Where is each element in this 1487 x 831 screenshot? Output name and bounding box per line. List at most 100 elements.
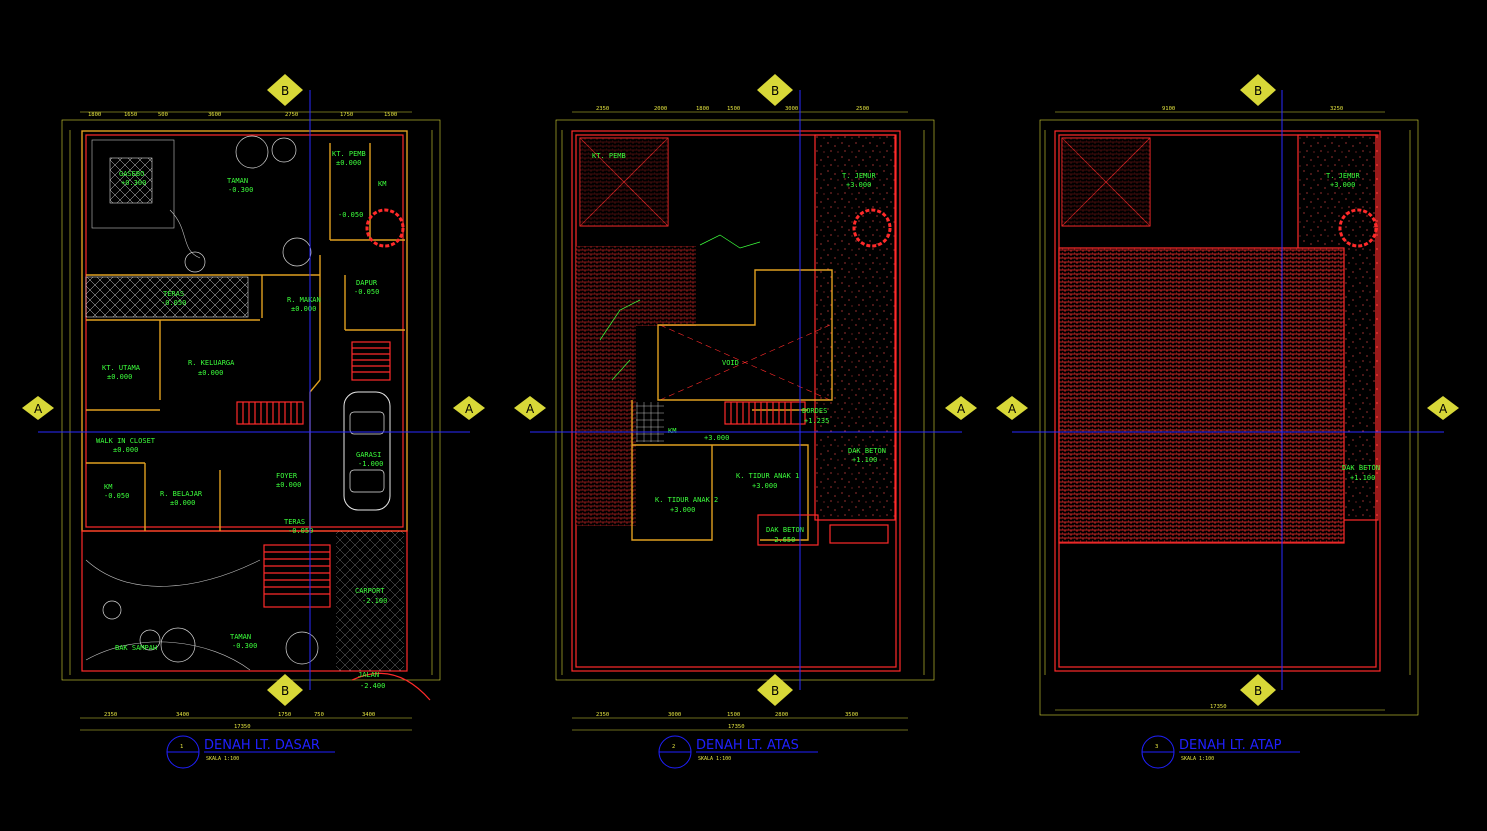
plan-scale: SKALA 1:100 bbox=[1181, 756, 1214, 762]
axis-bubble-b[interactable]: B bbox=[267, 74, 303, 106]
axis-bubble-b[interactable]: B bbox=[1240, 74, 1276, 106]
room-label: T. JEMUR bbox=[842, 172, 877, 180]
dim-label: 1800 bbox=[88, 112, 101, 118]
level-label: -2.650 bbox=[770, 536, 795, 544]
dim-label: 2750 bbox=[285, 112, 298, 118]
axis-bubble-b[interactable]: B bbox=[757, 74, 793, 106]
dim-label: 3400 bbox=[176, 712, 189, 718]
level-label: +3.000 bbox=[846, 181, 871, 189]
dim-label: 3250 bbox=[1330, 106, 1343, 112]
dim-label: 1750 bbox=[340, 112, 353, 118]
svg-text:B: B bbox=[1254, 84, 1262, 98]
level-label: -2.400 bbox=[360, 682, 385, 690]
axis-bubble-b[interactable]: B bbox=[1240, 674, 1276, 706]
level-label: -0.050 bbox=[104, 492, 129, 500]
dim-total: 17350 bbox=[728, 724, 745, 730]
dim-total: 17350 bbox=[234, 724, 251, 730]
room-label: WALK IN CLOSET bbox=[96, 437, 156, 445]
level-label: -0.300 bbox=[228, 186, 253, 194]
plan-scale: SKALA 1:100 bbox=[206, 756, 239, 762]
plan-lt-atas: 2350 2000 1800 1500 3000 2500 2350 3000 … bbox=[555, 106, 935, 769]
room-label: BAK SAMPAH bbox=[115, 644, 157, 652]
tree-icon bbox=[102, 135, 319, 665]
svg-text:B: B bbox=[281, 684, 289, 698]
level-label: ±0.000 bbox=[107, 373, 132, 381]
room-label: KM bbox=[104, 483, 112, 491]
level-label: -1.000 bbox=[358, 460, 383, 468]
room-label: KM bbox=[378, 180, 386, 188]
dim-total: 17350 bbox=[1210, 704, 1227, 710]
dim-label: 500 bbox=[158, 112, 168, 118]
room-label: TAMAN bbox=[230, 633, 251, 641]
svg-text:B: B bbox=[771, 684, 779, 698]
dim-label: 3000 bbox=[785, 106, 798, 112]
svg-text:A: A bbox=[34, 402, 43, 416]
axis-bubble-b[interactable]: B bbox=[267, 674, 303, 706]
room-label: DAK BETON bbox=[848, 447, 886, 455]
dim-label: 3500 bbox=[845, 712, 858, 718]
svg-text:A: A bbox=[1008, 402, 1017, 416]
room-label: CARPORT bbox=[355, 587, 385, 595]
room-label: GARASI bbox=[356, 451, 381, 459]
plan-lt-atap: 9100 3250 17350 T. JEMUR +3.000 DAK BETO… bbox=[1039, 106, 1419, 769]
level-label: ±0.000 bbox=[198, 369, 223, 377]
axis-bubble-a[interactable]: A bbox=[514, 396, 546, 420]
room-label: TERAS bbox=[163, 290, 184, 298]
level-label: +1.100 bbox=[1350, 474, 1375, 482]
axis-bubbles: A A A A A A B B bbox=[22, 74, 1459, 706]
dim-label: 3400 bbox=[362, 712, 375, 718]
room-label: R. KELUARGA bbox=[188, 359, 235, 367]
room-label: KM bbox=[668, 427, 676, 435]
level-label: +0.300 bbox=[121, 179, 146, 187]
dim-label: 750 bbox=[314, 712, 324, 718]
dim-label: 1750 bbox=[278, 712, 291, 718]
dim-label: 1500 bbox=[727, 712, 740, 718]
room-label: T. JEMUR bbox=[1326, 172, 1361, 180]
room-label: DAK BETON bbox=[1342, 464, 1380, 472]
dim-label: 1650 bbox=[124, 112, 137, 118]
dim-label: 1800 bbox=[696, 106, 709, 112]
level-label: ±0.000 bbox=[276, 481, 301, 489]
svg-text:A: A bbox=[465, 402, 474, 416]
svg-text:A: A bbox=[526, 402, 535, 416]
stair-dasar bbox=[236, 341, 391, 608]
svg-text:B: B bbox=[281, 84, 289, 98]
axis-bubble-b[interactable]: B bbox=[757, 674, 793, 706]
level-label: ±0.000 bbox=[113, 446, 138, 454]
dim-label: 3000 bbox=[668, 712, 681, 718]
level-label: ±0.000 bbox=[291, 305, 316, 313]
level-label: +1.100 bbox=[852, 456, 877, 464]
room-label: DAPUR bbox=[356, 279, 378, 287]
room-label: JALAN bbox=[358, 671, 379, 679]
dim-label: 2350 bbox=[104, 712, 117, 718]
level-label: +3.000 bbox=[670, 506, 695, 514]
dim-label: 2500 bbox=[856, 106, 869, 112]
room-label: TAMAN bbox=[227, 177, 248, 185]
plan-number: 3 bbox=[1155, 744, 1158, 750]
room-label: BORDES bbox=[802, 407, 827, 415]
axis-bubble-a[interactable]: A bbox=[945, 396, 977, 420]
plan-title: DENAH LT. ATAS bbox=[696, 738, 799, 753]
level-label: -0.300 bbox=[232, 642, 257, 650]
room-label: TERAS bbox=[284, 518, 305, 526]
svg-text:A: A bbox=[1439, 402, 1448, 416]
grid-axes bbox=[38, 90, 1444, 690]
level-label: +3.000 bbox=[704, 434, 729, 442]
plan-number: 1 bbox=[180, 744, 183, 750]
plan-lt-dasar: 1800 1650 500 3600 2750 1750 1500 2350 3… bbox=[61, 111, 441, 769]
room-label: KT. PEMB bbox=[592, 152, 626, 160]
axis-bubble-a[interactable]: A bbox=[1427, 396, 1459, 420]
axis-bubble-a[interactable]: A bbox=[22, 396, 54, 420]
plan-title: DENAH LT. ATAP bbox=[1179, 738, 1282, 753]
room-label: K. TIDUR ANAK 1 bbox=[736, 472, 799, 480]
room-label: K. TIDUR ANAK 2 bbox=[655, 496, 718, 504]
room-label: R. MAKAN bbox=[287, 296, 321, 304]
level-label: +3.000 bbox=[1330, 181, 1355, 189]
svg-text:B: B bbox=[1254, 684, 1262, 698]
axis-bubble-a[interactable]: A bbox=[453, 396, 485, 420]
dim-label: 1500 bbox=[384, 112, 397, 118]
svg-text:B: B bbox=[771, 84, 779, 98]
room-label: DAK BETON bbox=[766, 526, 804, 534]
axis-bubble-a[interactable]: A bbox=[996, 396, 1028, 420]
